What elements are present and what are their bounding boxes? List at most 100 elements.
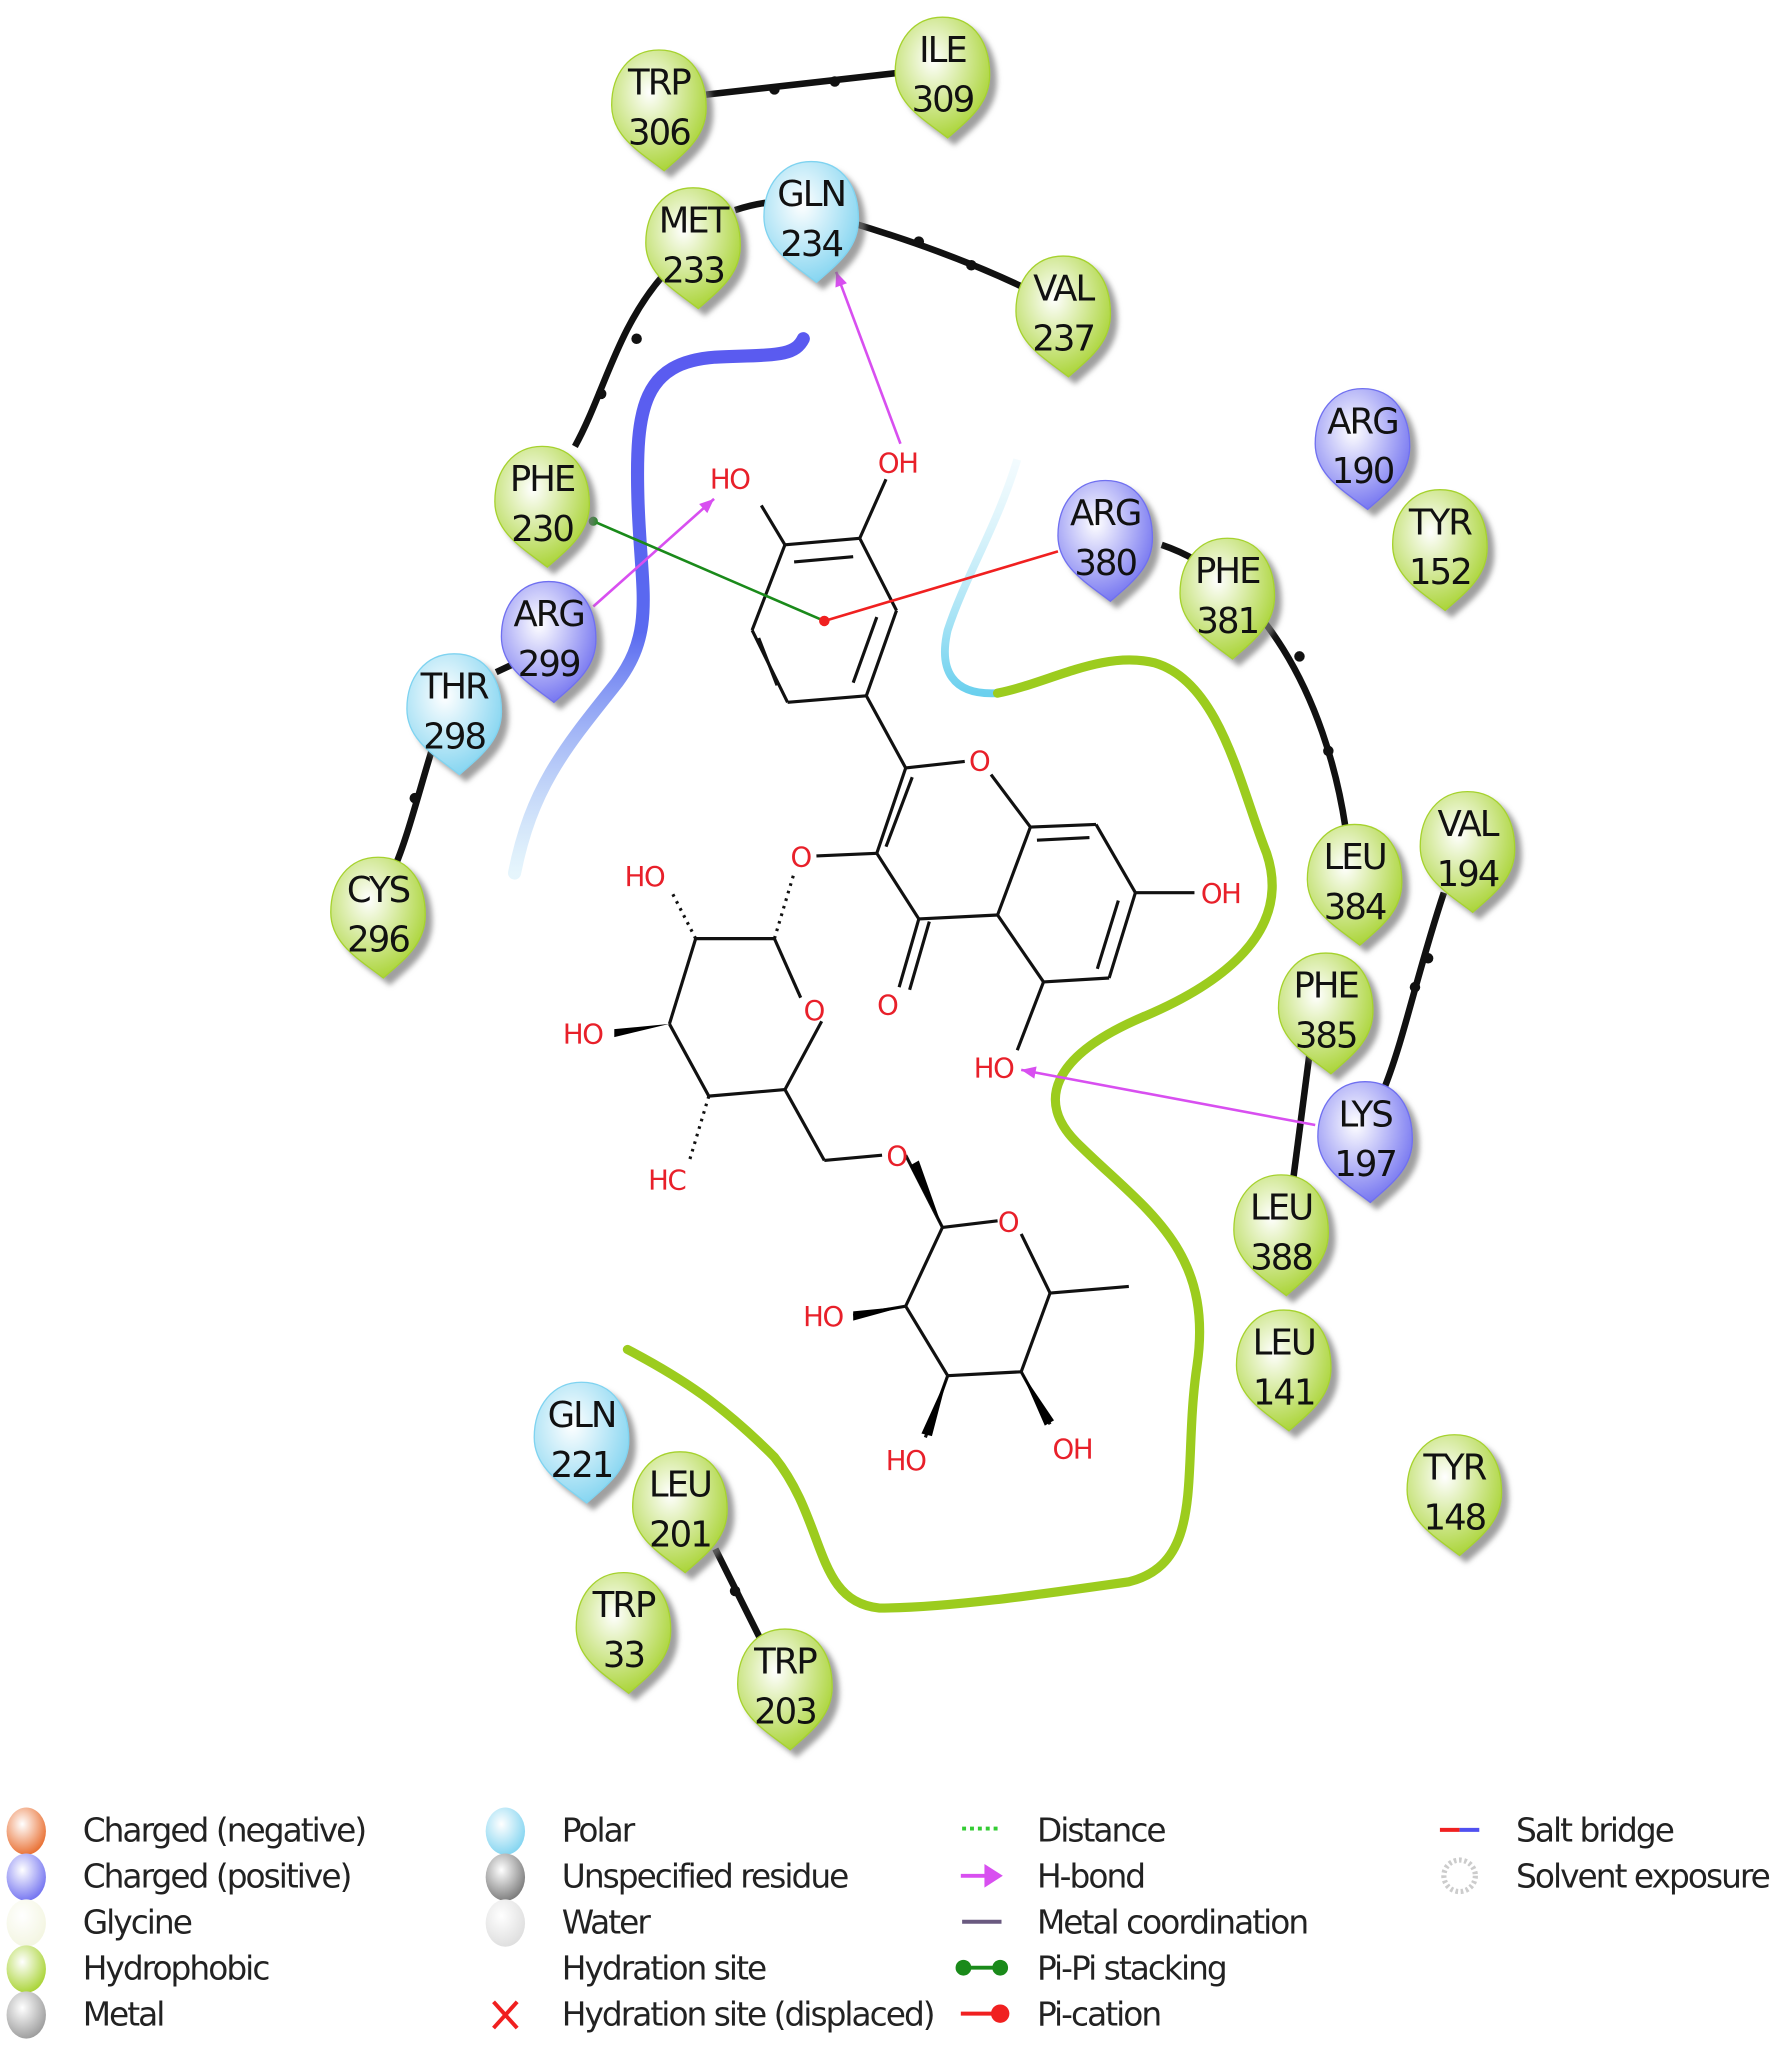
ligand-bond: [1019, 1292, 1052, 1373]
ligand-bond: [858, 478, 888, 539]
solvent-exposure-icon: [1441, 1857, 1478, 1895]
legend-label: Hydration site: [562, 1950, 766, 1988]
ligand-bond: [787, 694, 867, 704]
legend-item: H-bond: [960, 1858, 1146, 1896]
polar-residue-blob: [406, 653, 503, 776]
hydrophobic-residue-blob: [1015, 255, 1112, 378]
hydrophobic-residue-blob: [1277, 952, 1374, 1075]
positive-residue-blob: [500, 580, 597, 704]
legend-item: Water: [485, 1899, 653, 1947]
ligand-atom-label: HO: [710, 463, 750, 495]
hbond-lys197: [1020, 1068, 1316, 1127]
legend-swatch-icon: [6, 1853, 46, 1901]
backbone-atom-dot: [769, 84, 780, 95]
residue-number: 194: [1437, 854, 1499, 895]
pi-pi-stacking-phe230: [592, 520, 825, 623]
ligand-atom-label: O: [969, 746, 990, 778]
legend-label: H-bond: [1037, 1858, 1144, 1896]
hbond-gln234: [834, 271, 902, 445]
residue-number: 388: [1250, 1237, 1312, 1278]
residue-number: 309: [912, 80, 974, 121]
legend-swatch-icon: [6, 1945, 46, 1993]
residue-number: 380: [1074, 543, 1136, 584]
ligand-bond: [668, 1023, 711, 1097]
backbone-line: [1381, 891, 1447, 1089]
legend-item: Hydrophobic: [6, 1945, 270, 1993]
ligand-atom-label: OH: [1052, 1433, 1092, 1465]
residue-number: 381: [1196, 601, 1258, 642]
residue-name: CYS: [347, 870, 410, 911]
pocket-hydrophobic-line: [622, 655, 1277, 1613]
pi-cation-arg380: [823, 550, 1059, 623]
legend-label: Salt bridge: [1516, 1812, 1674, 1850]
legend-label: Polar: [562, 1812, 636, 1850]
legend-item: Pi-Pi stacking: [955, 1950, 1228, 1988]
residue-name: THR: [420, 666, 489, 707]
residue-number: 237: [1032, 319, 1094, 360]
polar-residue-blob: [763, 160, 860, 284]
legend-label: Solvent exposure: [1516, 1858, 1770, 1896]
residue-name: ARG: [513, 594, 583, 635]
legend-label: Charged (positive): [83, 1858, 351, 1896]
ligand-bond: [1094, 823, 1137, 894]
residue-name: PHE: [1293, 966, 1358, 1007]
legend-item: Hydration site: [562, 1950, 768, 1988]
ligand-atom-label: HO: [563, 1019, 603, 1051]
backbone-atom-dot: [409, 792, 421, 804]
backbone-line: [1289, 1049, 1314, 1182]
backbone-atom-dot: [1294, 651, 1305, 662]
hydrophobic-residue-blob: [645, 187, 741, 310]
hydrophobic-residue-blob: [1179, 537, 1276, 660]
residue-name: VAL: [1437, 804, 1499, 845]
ligand-bond: [784, 536, 860, 547]
backbone-line: [572, 273, 666, 448]
residue-phe385: PHE 385: [1277, 952, 1374, 1075]
ligand-bond: [772, 937, 803, 999]
ligand-atom-label: O: [886, 1141, 907, 1173]
legend-label: Charged (negative): [83, 1812, 366, 1850]
ligand-atom-label: HC: [648, 1164, 685, 1196]
ligand-wedge-bond: [909, 1160, 943, 1228]
ligand-bond: [667, 938, 698, 1025]
pipi-dot-icon: [955, 1959, 972, 1976]
ligand-atom-label: O: [790, 841, 811, 873]
legend-label: Pi-cation: [1037, 1995, 1160, 2033]
residue-nodes: TRP306ILE309MET233GLN234VAL237PHE230ARG1…: [330, 16, 1516, 1751]
residue-number: 141: [1253, 1373, 1315, 1414]
legend-label: Hydrophobic: [83, 1950, 269, 1988]
residue-number: 385: [1295, 1016, 1357, 1057]
backbone-atom-dot: [729, 1585, 741, 1597]
hydrophobic-residue-blob: [611, 49, 707, 172]
residue-number: 306: [628, 113, 690, 154]
ligand-bond: [1036, 835, 1090, 842]
hydrophobic-residue-blob: [737, 1628, 833, 1751]
ligand-bond: [708, 1087, 786, 1098]
legend-swatch-icon: [485, 1807, 526, 1855]
ligand-bond: [1095, 900, 1120, 970]
residue-name: TYR: [1408, 502, 1472, 543]
residue-number: 298: [423, 716, 485, 757]
hbond-arrowhead: [835, 271, 847, 288]
ligand-bond: [783, 1088, 826, 1162]
ligand-atom-label: HO: [974, 1053, 1014, 1085]
ligand-hashed-bond: [687, 1095, 711, 1163]
ligand-bond: [783, 1020, 824, 1091]
backbone-atom-dot: [595, 388, 607, 400]
backbone-atom-dot: [1409, 981, 1421, 993]
backbone-atom-dot: [631, 333, 642, 345]
ligand-hashed-bond: [670, 891, 698, 940]
residue-number: 203: [754, 1692, 816, 1733]
hydrophobic-residue-blob: [894, 16, 991, 139]
ligand-atom-label: O: [804, 995, 825, 1027]
residue-number: 152: [1409, 552, 1471, 593]
ligand-bond: [942, 1219, 998, 1229]
legend-swatch-icon: [6, 1991, 46, 2039]
ligand-bond: [851, 616, 879, 684]
residue-number: 201: [649, 1514, 711, 1555]
